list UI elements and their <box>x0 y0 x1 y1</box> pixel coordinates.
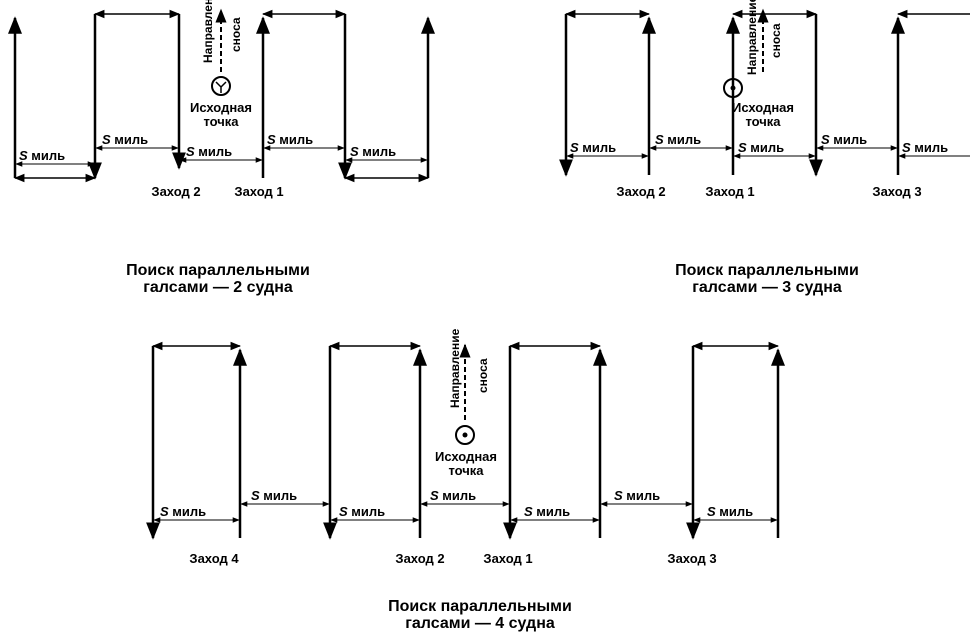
caption-four-ships: Поиск параллельными <box>388 598 572 615</box>
start-point-label-2b: точка <box>745 114 781 129</box>
spacing-label: S миль <box>19 148 65 163</box>
pass-3-label: Заход 3 <box>667 551 716 566</box>
spacing-label: S миль <box>707 504 753 519</box>
spacing-label: S миль <box>430 488 476 503</box>
start-point-label-3: Исходная <box>435 449 497 464</box>
pass-2-label: Заход 2 <box>395 551 444 566</box>
spacing-label: S миль <box>339 504 385 519</box>
pass-2-label: Заход 2 <box>616 184 665 199</box>
spacing-label: S миль <box>160 504 206 519</box>
caption-four-ships-2: галсами — 4 судна <box>405 615 555 632</box>
pass-3-label: Заход 3 <box>872 184 921 199</box>
caption-two-ships: Поиск параллельными <box>126 262 310 279</box>
four-ship-texts: Направление сноса Исходная точка S миль … <box>160 328 753 632</box>
start-point-label-3b: точка <box>448 463 484 478</box>
three-ship-pattern <box>559 8 970 177</box>
two-ship-pattern <box>7 8 435 183</box>
spacing-label: S миль <box>738 140 784 155</box>
drift-label-2b: сноса <box>769 23 783 58</box>
spacing-label: S миль <box>102 132 148 147</box>
pass-4-label: Заход 4 <box>189 551 239 566</box>
start-point-label-2: Исходная <box>732 100 794 115</box>
pass-1-label: Заход 1 <box>234 184 283 199</box>
drift-label-2: Направление <box>745 0 759 75</box>
spacing-label: S миль <box>614 488 660 503</box>
spacing-label: S миль <box>267 132 313 147</box>
spacing-label: S миль <box>251 488 297 503</box>
caption-three-ships-2: галсами — 3 судна <box>692 279 842 296</box>
spacing-label: S миль <box>655 132 701 147</box>
pass-1-label: Заход 1 <box>483 551 532 566</box>
spacing-label: S миль <box>524 504 570 519</box>
pass-2-label: Заход 2 <box>151 184 200 199</box>
pass-1-label: Заход 1 <box>705 184 754 199</box>
caption-two-ships-2: галсами — 2 судна <box>143 279 293 296</box>
spacing-label: S миль <box>821 132 867 147</box>
drift-label-1: Направление <box>201 0 215 63</box>
spacing-label: S миль <box>570 140 616 155</box>
caption-three-ships: Поиск параллельными <box>675 262 859 279</box>
spacing-label: S миль <box>186 144 232 159</box>
two-ship-texts: Направление сноса Исходная точка S миль … <box>19 0 396 296</box>
start-point-label-1: Исходная <box>190 100 252 115</box>
drift-label-3b: сноса <box>476 358 490 393</box>
spacing-label: S миль <box>902 140 948 155</box>
drift-label-1b: сноса <box>229 17 243 52</box>
three-ship-texts: Направление сноса Исходная точка S миль … <box>570 0 948 296</box>
spacing-label: S миль <box>350 144 396 159</box>
start-point-label-1b: точка <box>203 114 239 129</box>
drift-label-3: Направление <box>448 328 462 408</box>
four-ship-pattern <box>146 341 785 540</box>
